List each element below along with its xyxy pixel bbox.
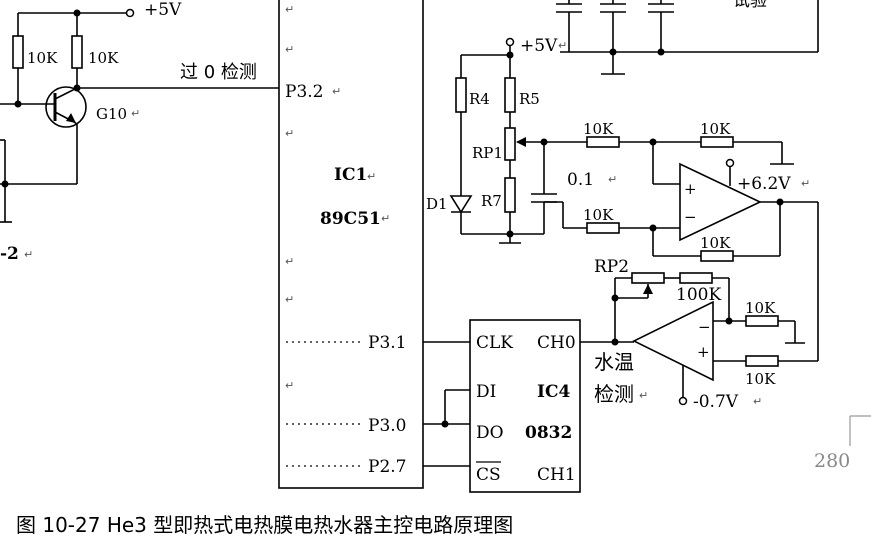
svg-text:↵: ↵ [367,170,376,183]
svg-text:↵: ↵ [332,85,341,98]
opamp-2: RP2 100K − + 10K 10K -0.7V ↵ 水温 检测 [580,257,818,412]
supply-minus-label: -0.7V [693,392,739,412]
svg-text:↵: ↵ [801,177,810,190]
ic1-part: 89C51 [320,209,381,229]
opamp-2-plus: + [697,343,710,361]
res-10k-d-label: 10K [700,120,731,138]
svg-text:↵: ↵ [285,255,294,268]
resistor-10k-g [745,315,779,327]
svg-text:↵: ↵ [558,39,567,52]
supply-plus-label: +6.2V [737,174,791,194]
opamp-1-body [679,162,762,242]
res-10k-g-label: 10K [745,299,776,317]
ic4-pin-ch1: CH1 [537,465,576,485]
mcu-adc-bus [423,341,470,467]
ic1-name: IC1 [334,165,367,185]
svg-text:↵: ↵ [285,379,294,392]
ic4-pin-do: DO [476,423,504,443]
zero-crossing-stage: +5V 10K 10K G10 ↵ -2 ↵ 过 0 检测 [0,0,279,264]
pin-p27-label: P2.7 [368,457,406,477]
resistor-10k-c [586,136,620,148]
vcc-terminal-left [125,8,135,18]
ic4-pin-di: DI [476,382,496,402]
opamp-1: 10K 10K + − +6.2V ↵ 10K 10K [544,120,819,361]
vcc-label-left: +5V [144,0,182,20]
resistor-10k-d [700,136,734,148]
opamp-2-body [632,300,714,382]
res-10k-f-label: 10K [700,234,731,252]
water-temp-label-1: 水温 [594,350,634,374]
opamp-2-minus: − [698,318,711,336]
ic4-adc: CLK CH0 DI IC4 DO 0832 CS CH1 [469,319,581,493]
resistor-10k-a-label: 10K [27,49,58,67]
ic4-pin-ch0: CH0 [537,333,576,353]
ic4-part: 0832 [525,423,572,443]
resistor-r4 [455,77,467,113]
r5-label: R5 [519,90,540,108]
pin-p31-label: P3.1 [368,333,406,353]
pin-p30-label: P3.0 [368,416,406,436]
ic4-pin-clk: CLK [476,333,513,353]
vcc-label-right: +5V [520,36,558,56]
resistor-10k-h [745,355,779,367]
resistor-10k-b [71,35,83,69]
zero-cross-detect-label: 过 0 检测 [180,62,257,83]
potentiometer-rp1 [504,127,516,161]
decoupling-caps: 试验 [556,0,819,75]
svg-text:↵: ↵ [285,3,294,16]
partial-label-top: 试验 [733,0,767,11]
ic1-mcu: P3.2 ↵ IC1 ↵ 89C51 ↵ ↵ ↵ ↵ ↵ ↵ ↵ P3.1 P3… [278,0,424,489]
rp2-label: RP2 [594,257,629,277]
d1-label: D1 [426,195,448,213]
page-corner: 280 [814,415,871,472]
res-100k-label: 100K [676,285,721,305]
svg-text:↵: ↵ [285,293,294,306]
resistor-r7 [504,177,516,213]
svg-text:↵: ↵ [285,127,294,140]
svg-text:↵: ↵ [608,173,617,186]
page-number: 280 [814,450,850,472]
opamp-1-plus: + [684,180,697,198]
diode-d1 [449,195,473,214]
transistor-g10 [45,86,87,128]
bridge-network: +5V ↵ R4 D1 R5 RP1 R7 [426,36,617,244]
resistor-10k-f [700,250,734,262]
rp1-label: RP1 [472,144,503,162]
opamp-1-minus: − [684,208,697,226]
svg-text:↵: ↵ [24,248,33,261]
figure-caption: 图 10-27 He3 型即热式电热膜电热水器主控电路原理图 [16,513,513,537]
svg-text:↵: ↵ [753,395,762,408]
resistor-100k [679,272,713,284]
ic1-body [278,0,424,489]
resistor-10k-a [12,35,24,69]
resistor-r5 [504,77,516,113]
resistor-10k-b-label: 10K [88,49,119,67]
res-10k-e-label: 10K [583,206,614,224]
r7-label: R7 [481,192,502,210]
svg-text:↵: ↵ [381,212,390,225]
water-temp-label-2: 检测 [594,382,634,406]
res-10k-h-label: 10K [745,370,776,388]
svg-text:↵: ↵ [639,389,648,402]
ic4-pin-cs: CS [476,465,501,485]
ic4-body [469,319,581,493]
potentiometer-rp2 [631,272,665,284]
r4-label: R4 [469,90,490,108]
svg-text:↵: ↵ [131,107,140,120]
partial-label-left: -2 [0,244,19,264]
resistor-10k-e [586,222,620,234]
svg-text:↵: ↵ [285,43,294,56]
transistor-label: G10 [96,105,127,123]
ic4-name: IC4 [537,382,570,402]
res-10k-c-label: 10K [583,120,614,138]
pin-p32-label: P3.2 [285,82,323,102]
vcc-terminal-right [505,37,515,47]
cap-label: 0.1 [567,170,594,190]
